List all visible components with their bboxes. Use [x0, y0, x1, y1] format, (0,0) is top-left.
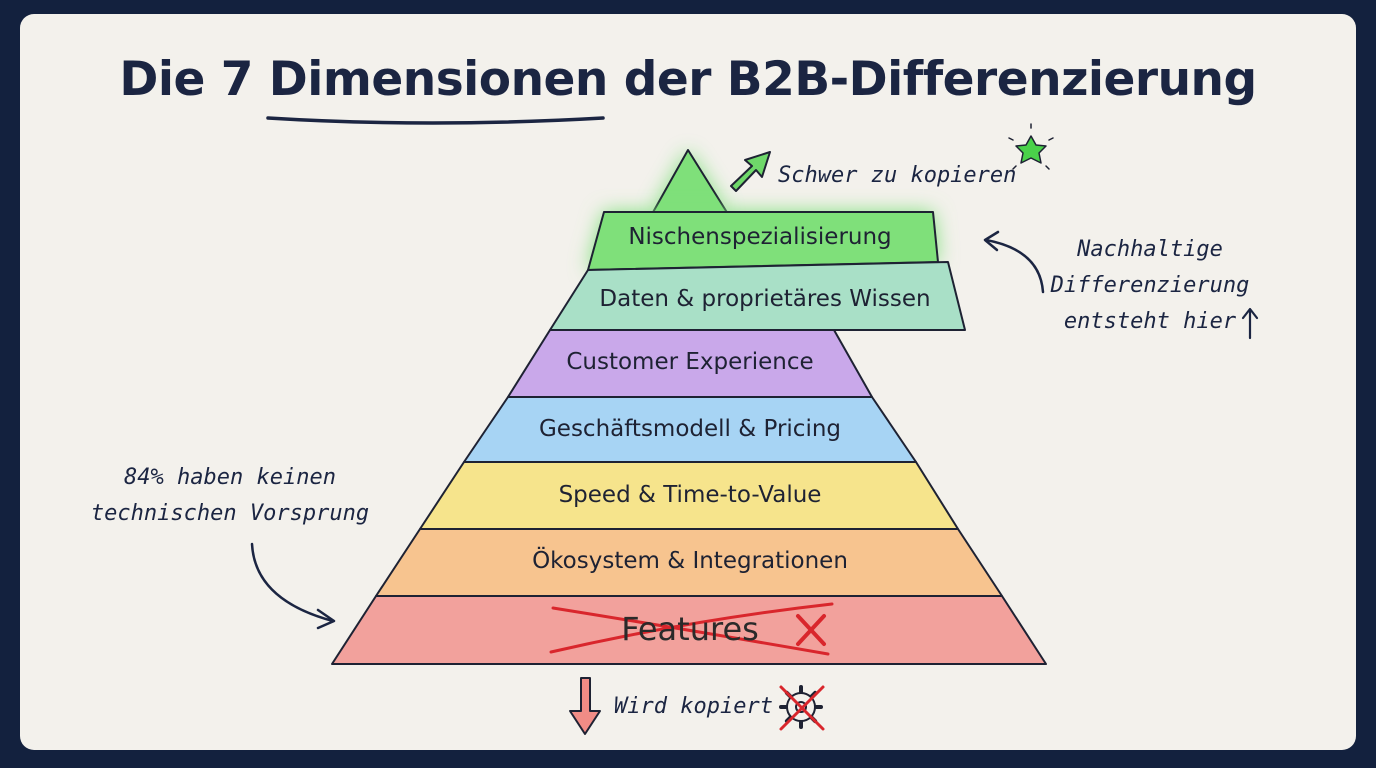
x-mark-icon [796, 614, 826, 646]
title-highlight: Dimensionen [268, 52, 609, 107]
curved-arrow-right-icon [983, 230, 1045, 294]
title-prefix: Die 7 [119, 52, 269, 107]
annotation-right-line-2: Differenzierung [1050, 273, 1250, 298]
page-title: Die 7 Dimensionen der B2B-Differenzierun… [0, 52, 1376, 107]
curved-arrow-left-icon [250, 542, 336, 630]
annotation-right-line-1: Nachhaltige [1077, 237, 1223, 262]
star-icon [1008, 123, 1054, 170]
annotation-left-line-1: 84% haben keinen [124, 465, 336, 490]
layer-label-nischenspezialisierung: Nischenspezialisierung [628, 224, 892, 250]
annotation-nachhaltige-differenzierung: Nachhaltige Differenzierung entsteht hie… [1045, 232, 1255, 340]
down-arrow-icon [569, 677, 601, 735]
annotation-schwer-zu-kopieren: Schwer zu kopieren [778, 163, 1017, 188]
annotation-wird-kopiert: Wird kopiert [614, 694, 773, 719]
layer-label-speed-time-to-value: Speed & Time-to-Value [558, 482, 822, 508]
annotation-right-line-3: entsteht hier [1063, 309, 1237, 334]
layer-label-features: Features [621, 610, 759, 648]
pyramid-layer-daten [549, 261, 966, 331]
layer-label-oekosystem-integrationen: Ökosystem & Integrationen [532, 548, 848, 574]
layer-label-customer-experience: Customer Experience [566, 349, 814, 375]
annotation-84-prozent: 84% haben keinen technischen Vorsprung [80, 460, 380, 532]
title-underline [266, 116, 605, 125]
annotation-left-line-2: technischen Vorsprung [90, 501, 370, 526]
small-up-arrow-icon [1241, 307, 1259, 340]
up-arrow-icon [730, 151, 771, 192]
features-strikethrough [549, 602, 834, 656]
pyramid-apex [651, 149, 729, 215]
crossed-gear-icon [779, 685, 825, 731]
title-suffix: der B2B-Differenzierung [607, 52, 1257, 107]
layer-label-daten-wissen: Daten & proprietäres Wissen [599, 286, 931, 312]
layer-label-geschaeftsmodell-pricing: Geschäftsmodell & Pricing [538, 416, 842, 442]
